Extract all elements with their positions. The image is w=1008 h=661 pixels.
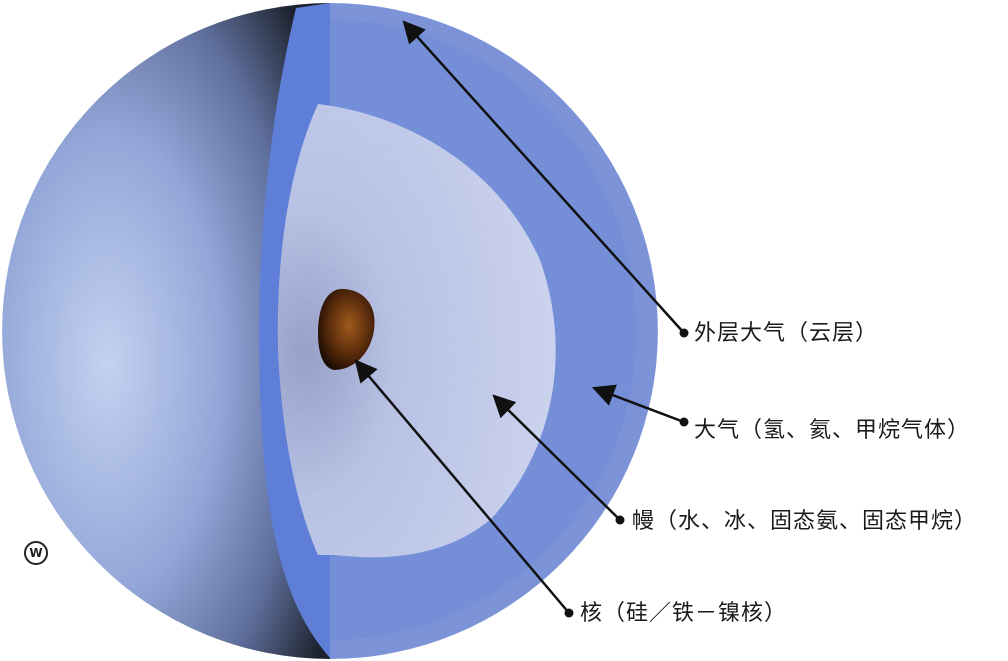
label-outer-atmosphere: 外层大气（云层） xyxy=(694,321,879,346)
dot-mantle xyxy=(615,515,625,525)
leader-core xyxy=(354,359,570,614)
dot-atmosphere xyxy=(679,417,689,427)
leader-mantle xyxy=(492,394,621,521)
dot-core xyxy=(564,608,574,618)
label-mantle: 幔（水、冰、固态氨、固态甲烷） xyxy=(632,509,978,534)
leader-atmosphere xyxy=(591,384,685,424)
watermark-logo: W xyxy=(24,541,48,565)
label-core: 核（硅／铁－镍核） xyxy=(580,601,788,626)
core xyxy=(318,289,375,370)
leader-outer-atmosphere xyxy=(402,20,685,334)
label-atmosphere: 大气（氢、氦、甲烷气体） xyxy=(694,418,971,443)
planet-sphere xyxy=(2,3,331,659)
dot-outer-atmosphere xyxy=(679,328,689,338)
mantle-layer xyxy=(277,104,556,558)
